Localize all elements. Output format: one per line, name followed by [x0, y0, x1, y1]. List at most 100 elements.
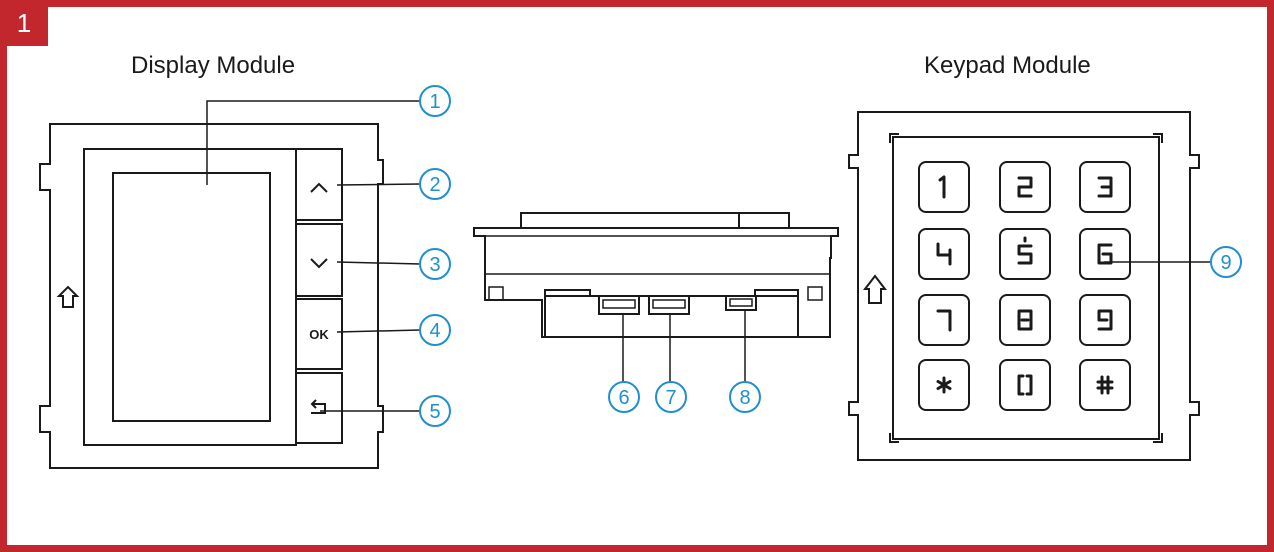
callout-1: 1 [419, 85, 451, 117]
key-outline [1079, 359, 1131, 411]
key-glyph [936, 376, 952, 394]
connector-8-pins [729, 298, 753, 307]
display-screen [112, 172, 271, 422]
keypad-module-title: Keypad Module [924, 52, 1091, 79]
callout-circle [419, 314, 451, 346]
side-view-housing [473, 227, 839, 338]
back-button[interactable] [295, 372, 343, 444]
chevron-up-icon [310, 182, 328, 193]
keypad-key-8[interactable] [999, 294, 1051, 346]
callout-circle [419, 168, 451, 200]
key-outline [918, 161, 970, 213]
display-module-title: Display Module [131, 52, 296, 79]
display-module: OK [39, 123, 384, 469]
key-outline [999, 228, 1051, 280]
keypad-key-1[interactable] [918, 161, 970, 213]
callout-circle [655, 381, 687, 413]
down-button[interactable] [295, 223, 343, 297]
key-outline [1079, 294, 1131, 346]
callout-circle [419, 85, 451, 117]
keypad-key-*[interactable] [918, 359, 970, 411]
callout-6: 6 [608, 381, 640, 413]
side-view-base [544, 295, 799, 338]
side-view-module [473, 212, 839, 338]
key-outline [918, 359, 970, 411]
callout-label: 6 [618, 387, 629, 409]
leader-2 [336, 183, 421, 186]
corner-mark-tl [889, 133, 899, 143]
up-arrow-icon [862, 274, 888, 304]
connector-7-pins [652, 299, 686, 309]
callout-label: 5 [429, 401, 440, 423]
callout-label: 2 [429, 174, 440, 196]
callout-circle [419, 248, 451, 280]
key-glyph [936, 309, 952, 332]
callout-circle [608, 381, 640, 413]
leader-1 [206, 100, 420, 185]
callout-label: 8 [739, 387, 750, 409]
callout-4: 4 [419, 314, 451, 346]
key-glyph [1097, 176, 1113, 198]
figure-number-tab: 1 [0, 0, 48, 46]
keypad-module [848, 111, 1200, 461]
key-glyph [1097, 309, 1113, 331]
corner-mark-bl [889, 433, 899, 443]
key-glyph [1017, 374, 1033, 396]
callout-9: 9 [1210, 246, 1242, 278]
chevron-down-icon [310, 258, 328, 269]
callout-8: 8 [729, 381, 761, 413]
callout-label: 1 [429, 91, 440, 113]
callout-circle [729, 381, 761, 413]
callout-label: 3 [429, 254, 440, 276]
keypad-key-0[interactable] [999, 359, 1051, 411]
key-glyph [936, 242, 952, 266]
callout-markers: 1 2 3 4 5 6 7 8 9 [419, 85, 1242, 427]
keypad-key-4[interactable] [918, 228, 970, 280]
display-bezel [83, 148, 297, 446]
keypad-key-5[interactable] [999, 228, 1051, 280]
callout-2: 2 [419, 168, 451, 200]
keypad-module-plate [848, 111, 1200, 461]
side-view-top-lip [520, 212, 740, 229]
leader-4 [336, 329, 421, 333]
connector-6-pins [602, 299, 636, 309]
key-outline [999, 294, 1051, 346]
connector-7 [648, 295, 690, 315]
connector-6 [598, 295, 640, 315]
display-module-plate [39, 123, 384, 469]
callout-5: 5 [419, 395, 451, 427]
key-glyph [938, 175, 946, 199]
keypad-key-2[interactable] [999, 161, 1051, 213]
key-glyph [1096, 375, 1114, 395]
keypad-key-7[interactable] [918, 294, 970, 346]
corner-mark-br [1153, 433, 1163, 443]
callout-3: 3 [419, 248, 451, 280]
key-glyph [1017, 236, 1033, 265]
keypad-key-6[interactable] [1079, 228, 1131, 280]
corner-mark-tr [1153, 133, 1163, 143]
side-view-top-lip-right [738, 212, 790, 229]
key-outline [999, 359, 1051, 411]
keypad-key-9[interactable] [1079, 294, 1131, 346]
display-leaders [206, 100, 421, 412]
callout-circle [419, 395, 451, 427]
callout-label: 4 [429, 320, 440, 342]
leader-3 [336, 261, 421, 265]
key-outline [1079, 228, 1131, 280]
ok-button[interactable] [295, 298, 343, 370]
keypad-panel [892, 136, 1160, 440]
up-arrow-icon [56, 285, 80, 308]
key-glyph [1017, 176, 1033, 198]
key-outline [918, 294, 970, 346]
key-glyph [1017, 309, 1033, 331]
callout-label: 9 [1220, 252, 1231, 274]
side-view-clip-right [807, 286, 823, 301]
back-icon [310, 399, 326, 414]
side-view-clip-left [488, 286, 504, 301]
keypad-key-3[interactable] [1079, 161, 1131, 213]
callout-label: 7 [665, 387, 676, 409]
keypad-key-#[interactable] [1079, 359, 1131, 411]
callout-circle [1210, 246, 1242, 278]
